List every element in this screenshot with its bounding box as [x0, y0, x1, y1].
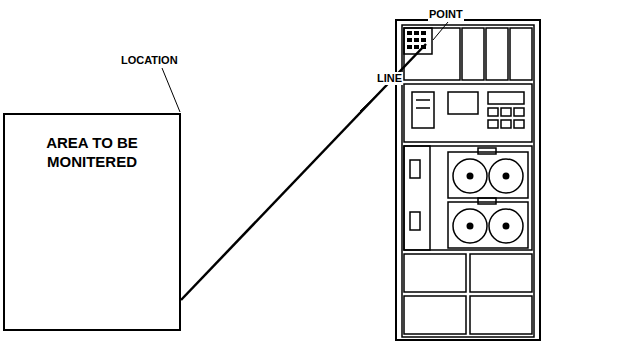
- part-label: LINE: [376, 72, 403, 85]
- monitored-area-box: AREA TO BE MONITERED: [3, 113, 181, 331]
- part-label: POINT: [428, 8, 464, 21]
- part-label: LOCATION: [120, 54, 179, 67]
- area-title: AREA TO BE MONITERED: [11, 133, 173, 171]
